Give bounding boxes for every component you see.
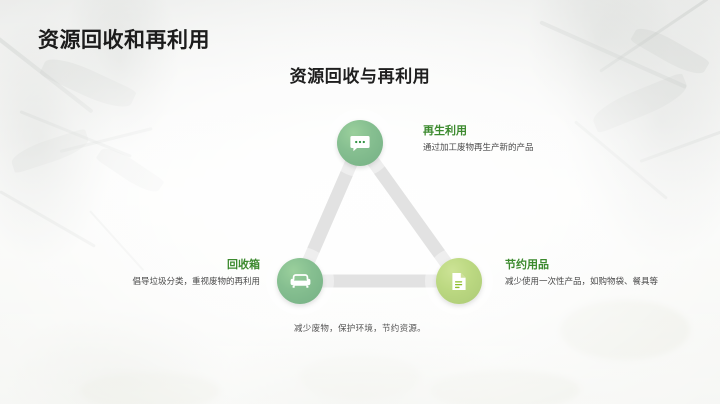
- label-desc-reuse: 通过加工废物再生产新的产品: [423, 142, 534, 152]
- label-desc-recycle-bin: 倡导垃圾分类，重视废物的再利用: [132, 276, 260, 286]
- diagram-node-recycle-bin[interactable]: [266, 247, 334, 315]
- diagram-label-reuse: 再生利用 通过加工废物再生产新的产品: [423, 124, 534, 154]
- diagram-node-save-supplies[interactable]: [425, 247, 493, 315]
- sofa-icon: [290, 273, 311, 289]
- document-icon: [451, 272, 467, 291]
- diagram-label-recycle-bin: 回收箱 倡导垃圾分类，重视废物的再利用: [132, 258, 260, 288]
- slide-footnote: 减少废物，保护环境，节约资源。: [293, 323, 426, 333]
- slide-title: 资源回收和再利用: [38, 29, 210, 52]
- chat-bubble-icon: [350, 135, 370, 152]
- label-title-recycle-bin: 回收箱: [227, 259, 260, 271]
- label-desc-save-supplies: 减少使用一次性产品，如购物袋、餐具等: [505, 276, 659, 286]
- diagram-label-save-supplies: 节约用品 减少使用一次性产品，如购物袋、餐具等: [505, 258, 658, 288]
- content-heading: 资源回收与再利用: [289, 67, 431, 86]
- diagram-node-reuse[interactable]: [326, 109, 394, 177]
- label-title-reuse: 再生利用: [423, 125, 467, 137]
- label-title-save-supplies: 节约用品: [505, 259, 549, 271]
